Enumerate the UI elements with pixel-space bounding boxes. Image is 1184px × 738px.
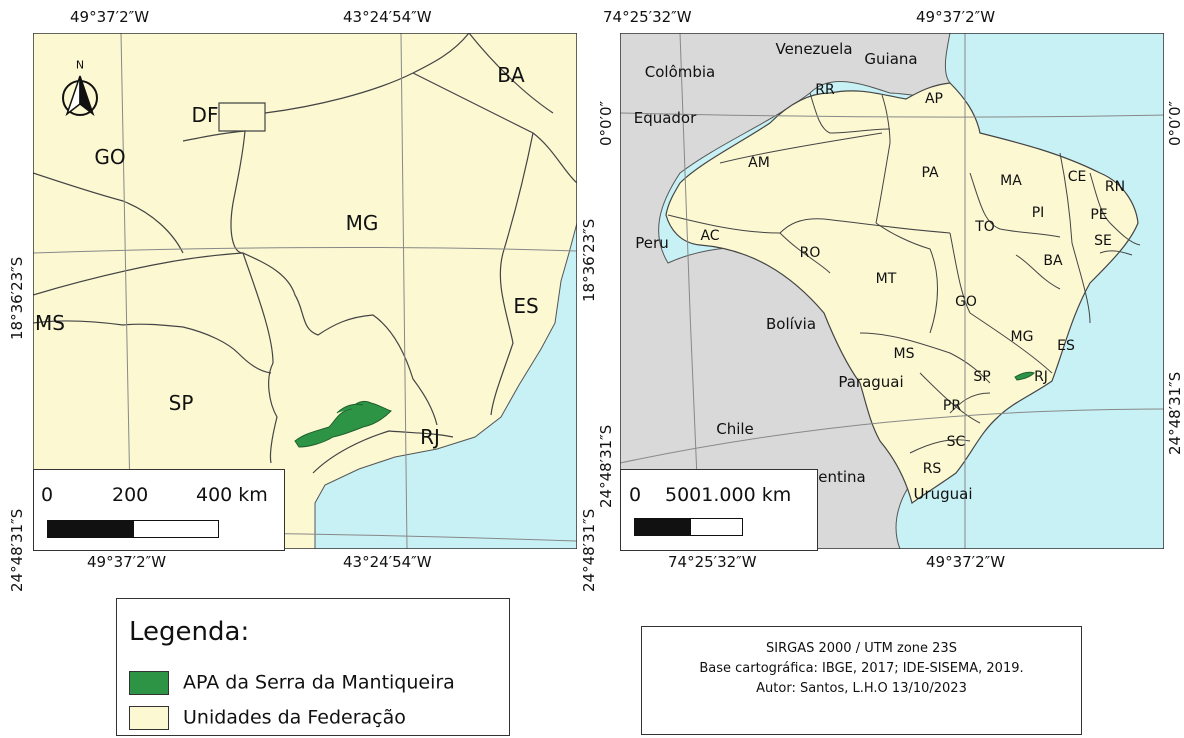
label-peru: Peru: [635, 234, 669, 252]
left-scale-bar: 0 200 400 km: [33, 469, 285, 551]
label-rn: RN: [1104, 179, 1126, 195]
right-scale-segment-black: [634, 518, 691, 536]
left-coord-right-2: 24°48′31″S: [580, 508, 598, 592]
scale-segment-black: [47, 520, 134, 538]
label-pr: PR: [942, 398, 962, 414]
label-sc: SC: [946, 434, 966, 450]
label-mt: MT: [875, 271, 897, 287]
legend-item-apa: APA da Serra da Mantiqueira: [129, 671, 455, 695]
right-scale-bar: 0 5001.000 km: [620, 469, 818, 551]
scale-tick-0: 0: [41, 484, 54, 506]
label-rj: RJ: [420, 425, 440, 449]
left-coord-bottom-2: 43°24′54″W: [343, 553, 432, 571]
legend-swatch-apa: [129, 671, 169, 695]
label-rj-right: RJ: [1034, 369, 1048, 385]
label-es: ES: [513, 294, 539, 318]
north-letter: N: [75, 58, 85, 72]
legend-box: Legenda: APA da Serra da Mantiqueira Uni…: [116, 598, 510, 736]
label-guiana: Guiana: [864, 50, 918, 68]
label-ap: AP: [924, 91, 944, 107]
label-sp-right: SP: [973, 369, 991, 385]
legend-label-uf: Unidades da Federação: [183, 706, 406, 729]
right-scale-tick-0: 0: [629, 484, 642, 506]
label-ms-right: MS: [893, 346, 915, 362]
left-coord-bottom-1: 49°37′2″W: [87, 553, 167, 571]
right-coord-bottom-1: 74°25′32″W: [668, 553, 757, 571]
label-paraguai: Paraguai: [838, 373, 904, 391]
label-rs: RS: [922, 461, 942, 477]
label-ro: RO: [799, 245, 821, 261]
label-pi: PI: [1031, 205, 1045, 221]
label-go-right: GO: [955, 294, 977, 310]
label-bolivia: Bolívia: [765, 315, 817, 333]
label-equador: Equador: [633, 109, 697, 127]
label-pe: PE: [1090, 207, 1108, 223]
right-scale-tick-end: 5001.000 km: [665, 484, 792, 506]
left-coord-left-1: 18°36′23″S: [8, 256, 26, 340]
label-pa: PA: [921, 165, 939, 181]
apa-polygon: [294, 400, 392, 448]
label-mg: MG: [345, 211, 379, 235]
legend-item-uf: Unidades da Federação: [129, 706, 406, 730]
label-sp: SP: [168, 391, 194, 415]
right-coord-top-2: 49°37′2″W: [916, 8, 996, 26]
left-coord-top-2: 43°24′54″W: [343, 8, 432, 26]
right-coord-left-2: 24°48′31″S: [597, 424, 615, 508]
label-uruguai: Uruguai: [913, 485, 973, 503]
left-coord-left-2: 24°48′31″S: [8, 508, 26, 592]
label-am: AM: [748, 155, 770, 171]
right-coord-bottom-2: 49°37′2″W: [926, 553, 1006, 571]
right-coord-top-1: 74°25′32″W: [603, 8, 692, 26]
label-ce: CE: [1067, 169, 1087, 185]
label-se: SE: [1094, 233, 1112, 249]
label-chile: Chile: [716, 420, 754, 438]
right-map-frame: [620, 33, 1164, 549]
label-ba-right: BA: [1043, 253, 1063, 269]
label-ms: MS: [35, 311, 65, 335]
left-coord-right-1: 18°36′23″S: [580, 218, 598, 302]
label-to: TO: [975, 219, 995, 235]
scale-tick-200: 200: [112, 484, 149, 506]
credits-author: Autor: Santos, L.H.O 13/10/2023: [756, 681, 967, 696]
legend-swatch-uf: [129, 706, 169, 730]
label-go: GO: [94, 145, 126, 169]
label-es-right: ES: [1057, 338, 1075, 354]
scale-tick-400: 400 km: [196, 484, 268, 506]
scale-segment-white: [133, 520, 219, 538]
brazil-shape: [665, 82, 1139, 504]
right-coord-left-1: 0°0′0″: [597, 100, 615, 146]
label-mg-right: MG: [1010, 329, 1034, 345]
credits-projection: SIRGAS 2000 / UTM zone 23S: [766, 641, 957, 656]
label-ba: BA: [497, 63, 525, 87]
label-ma: MA: [1000, 173, 1022, 189]
credits-source: Base cartográfica: IBGE, 2017; IDE-SISEM…: [699, 661, 1024, 676]
label-argentina: entina: [818, 468, 866, 486]
credits-box: SIRGAS 2000 / UTM zone 23S Base cartográ…: [641, 626, 1082, 735]
left-coord-top-1: 49°37′2″W: [70, 8, 150, 26]
legend-label-apa: APA da Serra da Mantiqueira: [183, 671, 455, 694]
right-coord-right-1: 0°0′0″: [1166, 100, 1184, 146]
legend-title: Legenda:: [129, 617, 250, 647]
right-scale-segment-white: [690, 518, 743, 536]
label-rr: RR: [815, 82, 835, 98]
label-colombia: Colômbia: [644, 63, 716, 81]
label-ac: AC: [700, 228, 720, 244]
label-df: DF: [191, 103, 219, 127]
label-venezuela: Venezuela: [775, 40, 853, 58]
north-arrow-icon: [62, 75, 98, 117]
right-coord-right-2: 24°48′31″S: [1166, 371, 1184, 455]
left-map-frame: [33, 33, 577, 549]
